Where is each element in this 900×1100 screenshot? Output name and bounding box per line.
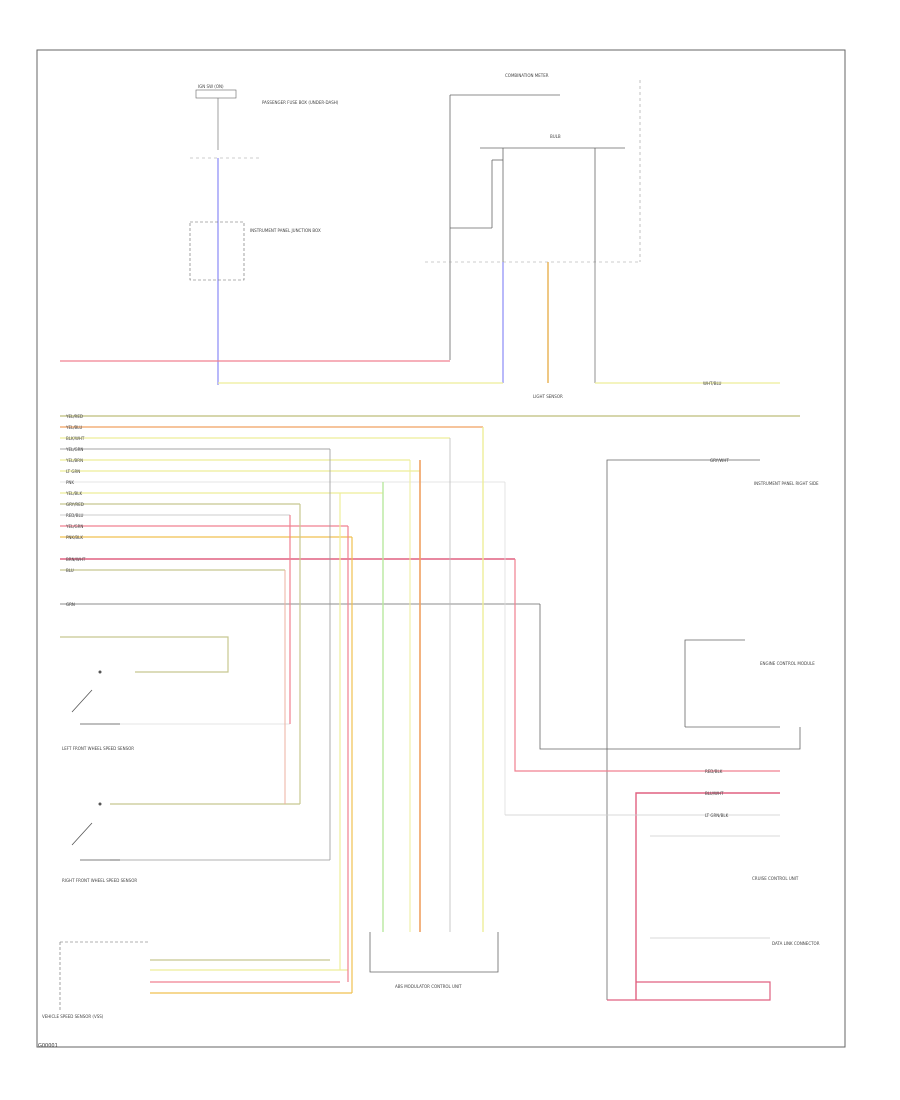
- ignition-section: IGN SW (ON) PASSENGER FUSE BOX (UNDER-DA…: [189, 84, 339, 385]
- speed-sensor-label: VEHICLE SPEED SENSOR (VSS): [42, 1014, 104, 1019]
- wire-label-1: YEL/RED: [65, 414, 83, 419]
- right-front-sensor-label: RIGHT FRONT WHEEL SPEED SENSOR: [62, 878, 137, 883]
- right-side-wires: GRY/WHT INSTRUMENT PANEL RIGHT SIDE ENGI…: [505, 458, 820, 1001]
- wire-label-16: GRY/WHT: [710, 458, 729, 463]
- wire-label-18: BLU/WHT: [705, 791, 724, 796]
- left-front-sensor-label: LEFT FRONT WHEEL SPEED SENSOR: [62, 746, 134, 751]
- bus-lines: [60, 415, 800, 605]
- wire-label-6: LT GRN: [66, 469, 80, 474]
- combination-meter-title: COMBINATION METER: [505, 73, 549, 78]
- wire-label-7: PNK: [66, 480, 74, 485]
- footer-code: G00001: [38, 1043, 58, 1049]
- wire-label-2: YEL/BLU: [65, 425, 82, 430]
- combination-meter: COMBINATION METER BULB LIGHT SENSOR: [425, 73, 641, 399]
- wire-label-10: RED/BLU: [66, 513, 84, 518]
- ignition-source-label: IGN SW (ON): [198, 84, 224, 89]
- junction-box-label: INSTRUMENT PANEL JUNCTION BOX: [250, 228, 321, 233]
- wire-label-15: GRN: [66, 602, 75, 607]
- left-front-switch-icon: [71, 670, 120, 725]
- wire-label-13: BRN/WHT: [66, 557, 86, 562]
- wire-label-11: YEL/GRN: [65, 524, 83, 529]
- data-link-label: DATA LINK CONNECTOR: [772, 941, 820, 946]
- wire-label-5: YEL/BRN: [65, 458, 83, 463]
- speed-sensor-wires: [59, 493, 353, 1010]
- wire-label-0: WHT/BLU: [703, 381, 722, 386]
- cruise-control-label: CRUISE CONTROL UNIT: [752, 876, 799, 881]
- left-sensor-wires: [60, 449, 331, 861]
- wire-label-8: YEL/BLK: [65, 491, 83, 496]
- wire-label-14: BLU: [66, 568, 74, 573]
- wire-label-3: BLK/WHT: [66, 436, 85, 441]
- wire-label-9: GRY/RED: [66, 502, 84, 507]
- wire-label-4: YEL/GRN: [65, 447, 83, 452]
- wire-label-19: LT GRN/BLK: [705, 813, 729, 818]
- abs-module-label: ABS MODULATOR CONTROL UNIT: [395, 984, 462, 989]
- wire-label-17: RED/BLK: [705, 769, 723, 774]
- combination-meter-inner: BULB: [550, 134, 561, 139]
- instrument-panel-right-label: INSTRUMENT PANEL RIGHT SIDE: [754, 481, 819, 486]
- diagram-frame: [36, 49, 846, 1048]
- wire-label-12: PNK/BLK: [66, 535, 83, 540]
- engine-control-label: ENGINE CONTROL MODULE: [760, 661, 815, 666]
- passenger-fuse-label: PASSENGER FUSE BOX (UNDER-DASH): [262, 100, 339, 105]
- right-front-switch-icon: [71, 802, 120, 861]
- light-sensor-label: LIGHT SENSOR: [533, 394, 563, 399]
- abs-drops: [382, 427, 506, 932]
